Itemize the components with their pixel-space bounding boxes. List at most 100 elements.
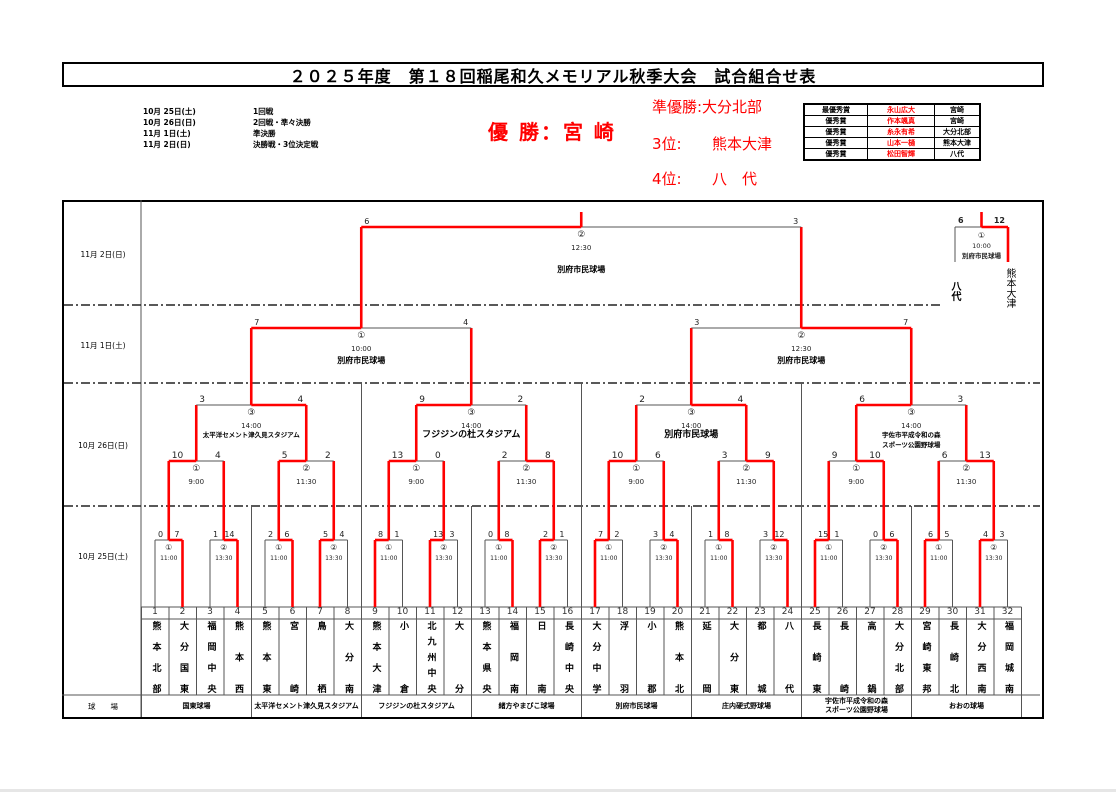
- match-time: 13:30: [215, 555, 232, 562]
- team-name: 大分南: [343, 621, 353, 693]
- score-right: 0: [435, 451, 441, 461]
- match-time: 13:30: [435, 555, 452, 562]
- score-left: 2: [543, 530, 548, 539]
- team-name: 浮羽: [618, 621, 628, 693]
- team-name: 都城: [755, 621, 766, 693]
- match-time: 11:30: [956, 478, 976, 486]
- score-right: 3: [958, 395, 964, 405]
- team-number: 7: [317, 607, 323, 617]
- fourth-label: 4位:: [652, 170, 682, 188]
- match-time: 13:30: [545, 555, 562, 562]
- match-number: ②: [330, 543, 337, 552]
- team-name: 日南: [535, 621, 546, 693]
- match-number: ②: [880, 543, 887, 552]
- match-time: 11:00: [930, 555, 947, 562]
- team-number: 32: [1001, 607, 1014, 617]
- team-name: 長崎北: [948, 621, 958, 693]
- score-left: 1: [213, 530, 218, 539]
- score-left: 6: [364, 217, 369, 226]
- schedule-round: 準決勝: [253, 129, 276, 138]
- team-number: 25: [809, 607, 821, 617]
- match-venue: 別府市民球場: [664, 430, 719, 440]
- score-right: 3: [449, 530, 454, 539]
- venue-label: フジジンの杜スタジアム: [378, 701, 455, 710]
- match-time: 13:30: [325, 555, 342, 562]
- row-label-nov1: 11月 1日(土): [80, 341, 126, 350]
- venue-label: 別府市民球場: [615, 701, 658, 710]
- team-name: 大分北部: [893, 621, 903, 693]
- score-right: 2: [518, 395, 524, 405]
- team-number: 28: [891, 607, 904, 617]
- score-left: 15: [818, 530, 828, 539]
- score-left: 9: [419, 395, 425, 405]
- fourth-team: 八 代: [712, 170, 758, 188]
- team-number: 1: [152, 607, 158, 617]
- team-number: 31: [974, 607, 986, 617]
- score-right: 4: [669, 530, 674, 539]
- score-left: 10: [612, 451, 624, 461]
- match-time: 11:00: [380, 555, 397, 562]
- venue-label: 太平洋セメント津久見スタジアム: [254, 701, 359, 710]
- team-number: 14: [506, 607, 519, 617]
- match-venue: 別府市民球場: [337, 356, 386, 365]
- award-row: 優秀賞山本一樋熊本大津: [803, 137, 981, 149]
- row-label-oct25: 10月 25日(土): [78, 552, 128, 561]
- match-time: 11:00: [710, 555, 727, 562]
- team-name: 宮崎東邦: [920, 621, 931, 693]
- match-number: ②: [770, 543, 777, 552]
- match-number: ②: [302, 464, 310, 474]
- third-place-result: 3位: 熊本大津: [652, 133, 772, 154]
- score-right: 5: [944, 530, 949, 539]
- awards-table: 最優秀賞永山広大宮崎 優秀賞作本颯真宮崎 優秀賞糸永有希大分北部 優秀賞山本一樋…: [803, 103, 981, 161]
- award-row: 優秀賞松田智輝八代: [803, 148, 981, 161]
- team-number: 20: [671, 607, 684, 617]
- score-left: 13: [433, 530, 443, 539]
- team-number: 19: [644, 607, 656, 617]
- score-right: 8: [545, 451, 551, 461]
- score-right: 7: [903, 318, 908, 327]
- team-name: 熊本大津: [370, 621, 381, 693]
- score-left: 3: [653, 530, 658, 539]
- match-time: 11:00: [820, 555, 837, 562]
- score-left: 1: [708, 530, 713, 539]
- score-left: 9: [832, 451, 838, 461]
- team-name: 延岡: [700, 621, 711, 693]
- match-time: 12:30: [791, 345, 811, 353]
- score-right: 12: [994, 216, 1005, 225]
- match-time: 14:00: [241, 422, 261, 430]
- team-number: 21: [699, 607, 711, 617]
- score-left: 6: [859, 395, 865, 405]
- match-time: 11:30: [516, 478, 536, 486]
- award-player: 山本一樋: [867, 137, 935, 149]
- score-left: 6: [928, 530, 933, 539]
- score-left: 10: [172, 451, 184, 461]
- team-name: 鳥栖: [315, 621, 326, 693]
- match-number: ②: [522, 464, 530, 474]
- team-name: 福岡南: [508, 621, 518, 693]
- team-name: 熊本県央: [480, 621, 491, 693]
- team-number: 6: [289, 607, 296, 617]
- team-number: 10: [396, 607, 409, 617]
- team-number: 8: [344, 607, 351, 617]
- schedule-row: 10月 26日(日)2回戦・準々決勝: [143, 117, 311, 128]
- third-team: 熊本大津: [712, 135, 773, 153]
- match-number: ②: [660, 543, 667, 552]
- score-right: 1: [394, 530, 399, 539]
- match-time: 9:00: [848, 478, 864, 486]
- match-number: ①: [715, 543, 722, 552]
- team-name: 北九州中央: [425, 621, 436, 693]
- team-number: 2: [179, 607, 186, 617]
- match-time: 13:30: [985, 555, 1002, 562]
- match-time: 11:00: [270, 555, 287, 562]
- match-number: ①: [605, 543, 612, 552]
- award-row: 最優秀賞永山広大宮崎: [803, 103, 981, 116]
- third-label: 3位:: [652, 135, 682, 153]
- bracket-frame: [62, 200, 1044, 719]
- match-number: ②: [962, 464, 970, 474]
- score-right: 9: [765, 451, 771, 461]
- score-left: 6: [958, 216, 964, 225]
- team-number: 15: [534, 607, 546, 617]
- team-name: 大分西南: [975, 621, 986, 693]
- match-number: ②: [742, 464, 750, 474]
- score-left: 6: [942, 451, 948, 461]
